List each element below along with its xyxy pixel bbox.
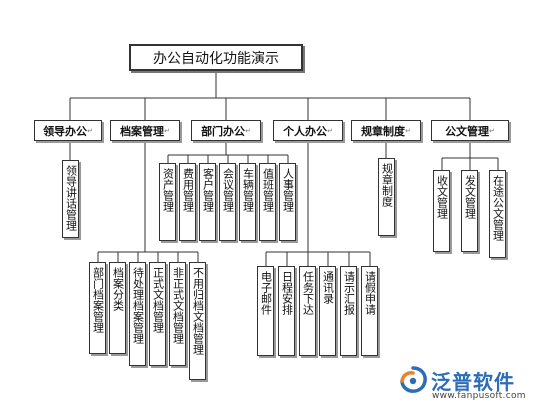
fanpu-logo-icon [400,366,427,393]
module-node-department: 部门办公↵ [191,120,261,141]
leaf-node: 任务下达 [299,266,316,356]
leaf-label: 电子邮件 [259,271,273,315]
leaf-node: 正式文档管理 [149,262,166,366]
leaf-label: 正式文档管理 [151,267,165,333]
module-label: 部门办公 [201,124,246,138]
leaf-label: 客户管理 [201,168,215,212]
leaf-label: 规章制度 [380,163,394,207]
module-label: 规章制度 [361,124,406,138]
leaf-node: 待处理档案管理 [129,262,146,366]
leaf-node: 部门档案管理 [89,262,106,354]
leaf-node: 发文管理 [461,170,478,252]
module-label: 领导办公 [43,124,88,138]
leaf-label: 费用管理 [181,168,195,212]
leaf-label: 非正式文档管理 [171,267,185,344]
module-node-regulations: 规章制度↵ [351,120,421,141]
leaf-node: 非正式文档管理 [169,262,186,366]
leaf-node: 值班管理 [259,163,276,241]
leaf-label: 部门档案管理 [91,267,105,333]
leaf-label: 值班管理 [261,168,275,212]
leaf-label: 车辆管理 [241,168,255,212]
brand-logo: 泛普软件 www.fanpusoft.com [398,366,530,406]
leaf-node: 人事管理 [279,163,296,241]
leaf-label: 请示汇报 [342,271,356,315]
leaf-label: 收文管理 [435,175,449,219]
leaf-node: 费用管理 [179,163,196,241]
module-label: 个人办公 [283,124,328,138]
leaf-label: 待处理档案管理 [131,267,145,344]
leaf-label: 人事管理 [281,168,295,212]
leaf-node: 档案分类 [109,262,126,354]
leaf-node: 收文管理 [433,170,450,252]
module-label: 档案管理 [120,124,165,138]
leaf-label: 在途公文管理 [491,175,505,241]
leaf-label: 领导讲话管理 [64,165,78,231]
leaf-node: 请示汇报 [340,266,357,356]
logo-url: www.fanpusoft.com [432,391,526,401]
module-label: 公文管理 [445,124,490,138]
leaf-node: 车辆管理 [239,163,256,241]
leaf-label: 不用归档文档管理 [191,267,205,355]
leaf-node: 资产管理 [159,163,176,241]
leaf-label: 会议管理 [221,168,235,212]
leaf-label: 资产管理 [161,168,175,212]
root-label: 办公自动化功能演示 [153,50,279,67]
module-node-archives: 档案管理↵ [110,120,180,141]
leaf-node: 会议管理 [219,163,236,241]
leaf-label: 发文管理 [463,175,477,219]
logo-name: 泛普软件 [431,370,515,394]
leaf-node: 客户管理 [199,163,216,241]
leaf-label: 请假申请 [363,271,377,315]
leaf-node: 电子邮件 [257,266,274,356]
module-node-leadership: 领导办公↵ [34,120,102,141]
leaf-node: 领导讲话管理 [62,160,79,238]
leaf-node: 日程安排 [278,266,295,356]
module-node-documents: 公文管理↵ [431,120,509,141]
module-node-personal: 个人办公↵ [273,120,343,141]
leaf-node: 请假申请 [361,266,378,356]
root-node: 办公自动化功能演示 [129,44,303,71]
leaf-node: 不用归档文档管理 [189,262,206,380]
leaf-label: 任务下达 [301,271,315,315]
leaf-label: 通讯录 [321,271,335,304]
leaf-node: 通讯录 [319,266,336,356]
leaf-label: 档案分类 [111,267,125,311]
leaf-node: 在途公文管理 [489,170,506,258]
leaf-node: 规章制度 [378,158,395,236]
leaf-label: 日程安排 [280,271,294,315]
